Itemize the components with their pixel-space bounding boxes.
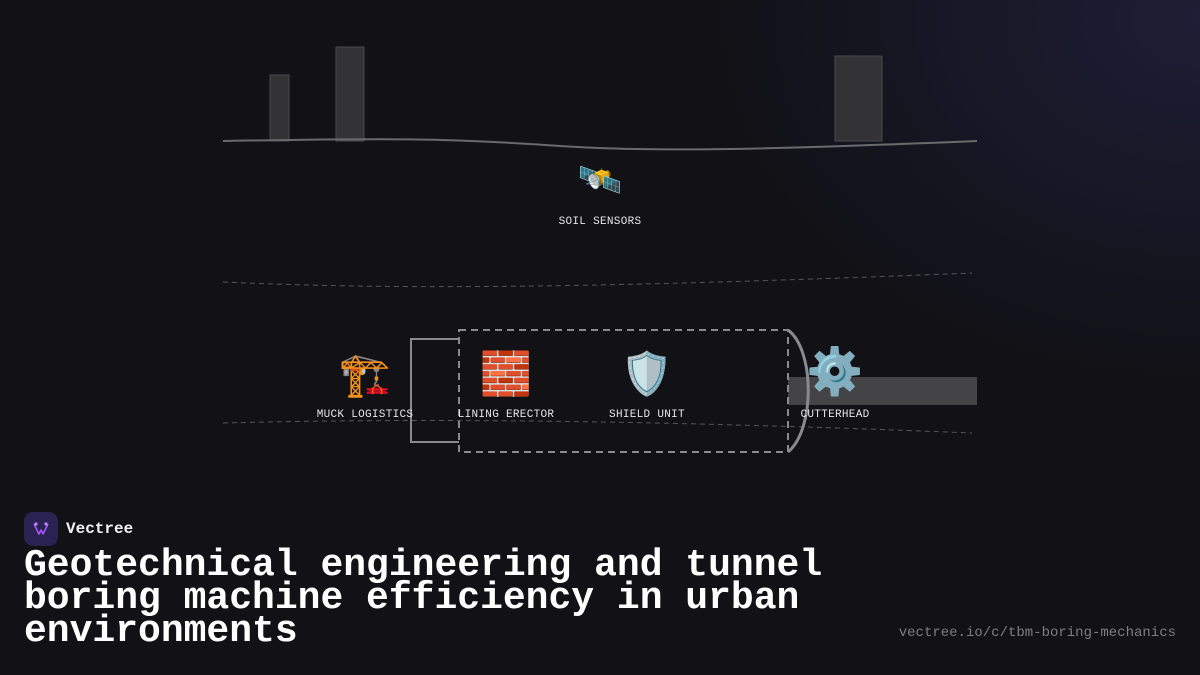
building-right bbox=[834, 55, 883, 142]
lining-erector-label: LINING ERECTOR bbox=[457, 409, 555, 421]
building-tall bbox=[335, 46, 365, 142]
muck-logistics-label: MUCK LOGISTICS bbox=[316, 409, 414, 421]
strata-line-lower bbox=[222, 419, 973, 434]
vectree-logo-icon bbox=[24, 512, 58, 546]
page-title: Geotechnical engineering and tunnel bori… bbox=[24, 544, 823, 653]
shield-icon: 🛡️ bbox=[620, 349, 674, 398]
boring-bar bbox=[788, 377, 977, 405]
gear-icon: ⚙️ bbox=[806, 344, 864, 398]
crane-icon: 🏗️ bbox=[338, 350, 392, 399]
cutterhead-label: CUTTERHEAD bbox=[800, 409, 870, 421]
muck-conveyor-bracket bbox=[410, 338, 459, 443]
brand: Vectree bbox=[24, 512, 133, 546]
tbm-body-outline bbox=[458, 329, 789, 453]
building-small bbox=[269, 74, 290, 142]
brand-name: Vectree bbox=[66, 520, 134, 538]
soil-sensors-label: SOIL SENSORS bbox=[558, 216, 642, 228]
shield-unit-label: SHIELD UNIT bbox=[609, 409, 685, 421]
ground-surface-line bbox=[222, 138, 978, 151]
strata-line-upper bbox=[222, 272, 973, 288]
brick-icon: 🧱 bbox=[479, 349, 533, 398]
source-url: vectree.io/c/tbm-boring-mechanics bbox=[898, 625, 1176, 641]
cutterhead-dome bbox=[786, 328, 810, 454]
satellite-icon: 🛰️ bbox=[577, 160, 623, 201]
